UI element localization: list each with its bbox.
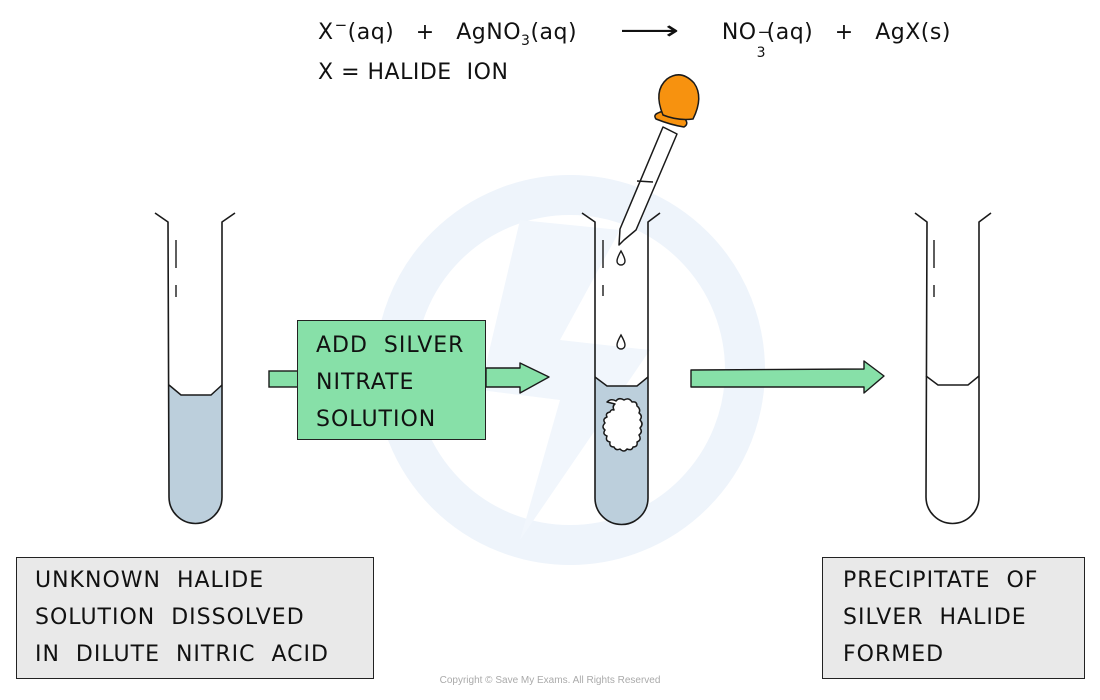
reaction-arrow: ⟶ (619, 16, 680, 46)
label-line: IN DILUTE NITRIC ACID (35, 642, 329, 667)
reagent-formula: AgNO (456, 20, 522, 45)
label-line: FORMED (843, 642, 945, 667)
copyright-notice: Copyright © Save My Exams. All Rights Re… (439, 675, 661, 686)
dropper-pipette (618, 74, 700, 246)
product-1-formula: NO (721, 20, 757, 45)
label-precipitate-formed: PRECIPITATE OF SILVER HALIDE FORMED (822, 557, 1085, 679)
reactant-ion-state: (aq) (347, 20, 395, 45)
test-tube-result (914, 212, 992, 525)
test-tube-unknown-halide (154, 212, 236, 525)
reactant-ion-charge: − (334, 16, 348, 34)
product-1-state: (aq) (766, 20, 814, 45)
label-line: PRECIPITATE OF (843, 568, 1039, 593)
plus-sign: + (834, 20, 854, 45)
product-2-formula: AgX(s) (875, 20, 951, 45)
label-unknown-halide-solution: UNKNOWN HALIDE SOLUTION DISSOLVED IN DIL… (16, 557, 374, 679)
step-line: ADD SILVER (316, 333, 465, 358)
reactant-ion: X (318, 20, 334, 45)
forming-drop (616, 249, 626, 266)
product-1-subscript: 3 (756, 45, 767, 61)
reagent-subscript: 3 (521, 33, 531, 49)
label-line: UNKNOWN HALIDE (35, 568, 265, 593)
precipitate-blob (602, 397, 643, 452)
reagent-state: (aq) (530, 20, 578, 45)
arrow-out-of-step (485, 362, 550, 394)
label-line: SILVER HALIDE (843, 605, 1027, 630)
dropper-bulb (658, 74, 700, 121)
solution-fill (169, 385, 222, 524)
arrow-to-result (690, 360, 885, 394)
product-1-charge: − (757, 23, 771, 41)
falling-drop (616, 333, 626, 350)
arrow-into-step (268, 370, 300, 388)
step-line: SOLUTION (316, 407, 437, 432)
step-line: NITRATE (316, 370, 415, 395)
halide-definition: X = HALIDE ION (318, 60, 509, 85)
step-add-silver-nitrate: ADD SILVER NITRATE SOLUTION (297, 320, 486, 440)
test-tube-reaction (581, 212, 661, 526)
label-line: SOLUTION DISSOLVED (35, 605, 305, 630)
plus-sign: + (415, 20, 435, 45)
